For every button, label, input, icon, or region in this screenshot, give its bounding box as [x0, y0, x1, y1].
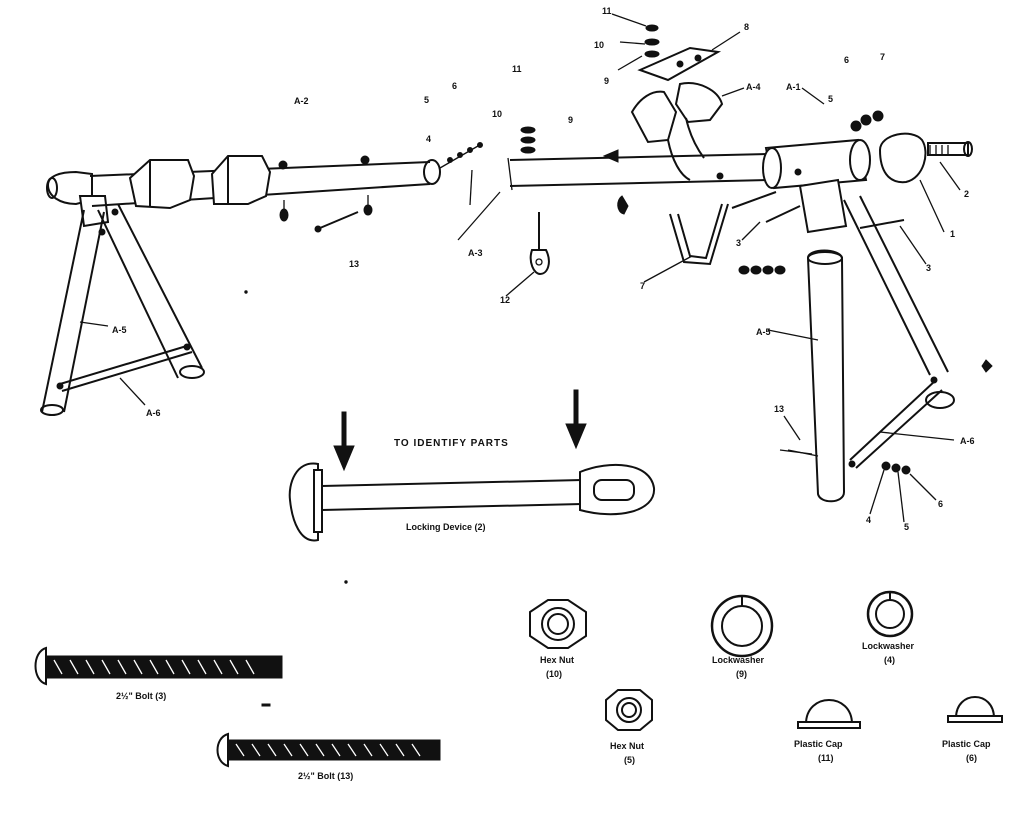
- bolt-13-left: [314, 211, 359, 233]
- label-plastic-cap-6-name: Plastic Cap: [942, 739, 991, 749]
- label-locking-device: Locking Device (2): [406, 522, 486, 532]
- label-bolt-3: 2½" Bolt (3): [116, 691, 166, 701]
- callout-1b: 1: [950, 229, 955, 239]
- leader-lines: [505, 13, 961, 523]
- label-hex-nut-5-name: Hex Nut: [610, 741, 644, 751]
- top-hanger-a4: [617, 24, 724, 181]
- callout-13a: 13: [349, 259, 359, 269]
- callout-10a: 10: [492, 109, 502, 119]
- label-bolt-13: 2½" Bolt (13): [298, 771, 353, 781]
- callout-3b: 3: [926, 263, 931, 273]
- right-joint-a1: [716, 110, 973, 275]
- plastic-cap-11: Plastic Cap (11): [794, 699, 861, 763]
- callout-9a: 9: [568, 115, 573, 125]
- lockwasher-icon: [710, 594, 774, 658]
- callout-8a: 8: [744, 22, 749, 32]
- callout-a5-right: A-5: [756, 327, 771, 337]
- diagram-title: TO IDENTIFY PARTS: [394, 438, 509, 449]
- bolt-3: 2½" Bolt (3): [34, 646, 283, 701]
- label-plastic-cap-11-name: Plastic Cap: [794, 739, 843, 749]
- label-lockwasher-4-name: Lockwasher: [862, 641, 915, 651]
- callout-a5-left: A-5: [112, 325, 127, 335]
- hex-nut-icon: [529, 599, 587, 649]
- plastic-cap-6: Plastic Cap (6): [942, 696, 1003, 763]
- callout-a6-left: A-6: [146, 408, 161, 418]
- top-bar-a2: [89, 142, 483, 222]
- callout-a1: A-1: [786, 82, 801, 92]
- lockwasher-icon: [866, 590, 914, 638]
- callout-7b: 7: [880, 52, 885, 62]
- label-plastic-cap-6-qty: (6): [966, 753, 977, 763]
- hex-nut-10: Hex Nut (10): [529, 599, 587, 679]
- label-hex-nut-5-qty: (5): [624, 755, 635, 765]
- hex-nut-icon: [605, 689, 653, 731]
- callout-4a: 4: [426, 134, 431, 144]
- callout-7a: 7: [640, 281, 645, 291]
- callout-12a: 12: [500, 295, 510, 305]
- callout-5a: 5: [424, 95, 429, 105]
- callout-a3: A-3: [468, 248, 483, 258]
- callout-a2: A-2: [294, 96, 309, 106]
- label-hex-nut-10-name: Hex Nut: [540, 655, 574, 665]
- callout-3a: 3: [736, 238, 741, 248]
- arrow-down-icon: [333, 411, 355, 472]
- locking-device-detail: TO IDENTIFY PARTS Locking Device (2): [288, 389, 656, 542]
- callout-6a: 6: [452, 81, 457, 91]
- callout-13b: 13: [774, 404, 784, 414]
- callout-9b: 9: [604, 76, 609, 86]
- callout-6c: 6: [938, 499, 943, 509]
- left-a-frame: [40, 170, 205, 416]
- plastic-cap-icon: [797, 699, 861, 729]
- right-a-frame: [779, 195, 955, 503]
- callout-5b: 5: [828, 94, 833, 104]
- callout-a4: A-4: [746, 82, 761, 92]
- lockwasher-4: Lockwasher (4): [862, 590, 915, 665]
- bolt-13: 2½" Bolt (13): [216, 732, 441, 781]
- callout-a6-right: A-6: [960, 436, 975, 446]
- center-bar-a3: [457, 126, 771, 276]
- label-plastic-cap-11-qty: (11): [818, 753, 834, 763]
- callout-labels: A-2 5 6 4 10 9 11 11 10 9 8 A-4 A-1 6 7 …: [112, 6, 975, 532]
- callout-6b: 6: [844, 55, 849, 65]
- callout-4b: 4: [866, 515, 871, 525]
- label-hex-nut-10-qty: (10): [546, 669, 562, 679]
- callout-11a: 11: [512, 64, 522, 74]
- callout-2b: 2: [964, 189, 969, 199]
- callout-10b: 10: [594, 40, 604, 50]
- hex-nut-5: Hex Nut (5): [605, 689, 653, 765]
- label-lockwasher-4-qty: (4): [884, 655, 895, 665]
- label-lockwasher-9-qty: (9): [736, 669, 747, 679]
- callout-5c: 5: [904, 522, 909, 532]
- arrow-down-icon: [565, 389, 587, 450]
- callout-11b: 11: [602, 6, 612, 16]
- plastic-cap-icon: [947, 696, 1003, 723]
- label-lockwasher-9-name: Lockwasher: [712, 655, 765, 665]
- lockwasher-9: Lockwasher (9): [710, 594, 774, 679]
